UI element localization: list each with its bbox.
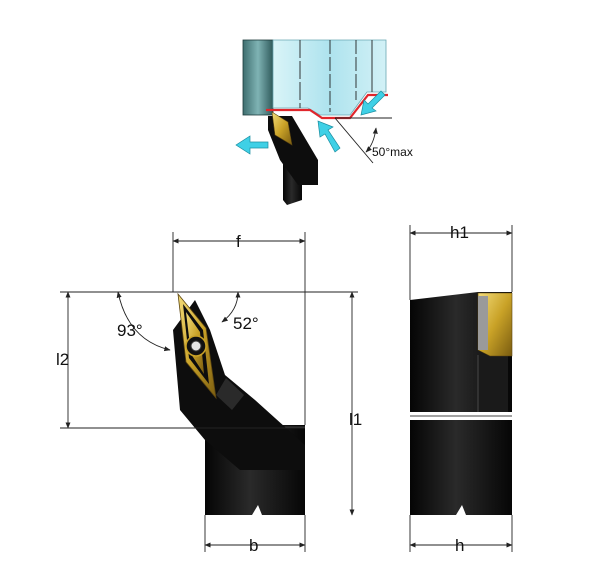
toolholder-side-view: h1 h bbox=[409, 223, 513, 555]
dim-h1-label: h1 bbox=[450, 223, 469, 242]
small-insert bbox=[271, 111, 293, 146]
angle-93-label: 93° bbox=[117, 321, 143, 340]
angle-52-label: 52° bbox=[233, 314, 259, 333]
dim-f-label: f bbox=[236, 232, 241, 251]
dim-b-label: b bbox=[249, 536, 258, 555]
workpiece bbox=[272, 39, 387, 116]
dim-l1-label: l1 bbox=[349, 410, 362, 429]
workpiece-shoulder bbox=[242, 39, 274, 116]
max-angle-label: 50°max bbox=[372, 145, 413, 159]
dim-l2-label: l2 bbox=[56, 350, 69, 369]
flow-arrow-down bbox=[360, 90, 386, 116]
side-body-lower bbox=[410, 420, 512, 515]
dim-h-label: h bbox=[455, 536, 464, 555]
toolholder-top-view: f l2 l1 b 93° 52° bbox=[56, 232, 362, 555]
flow-arrow-left bbox=[235, 135, 269, 155]
machining-scene: 50°max bbox=[235, 39, 413, 205]
flow-arrow-feed bbox=[317, 120, 341, 153]
